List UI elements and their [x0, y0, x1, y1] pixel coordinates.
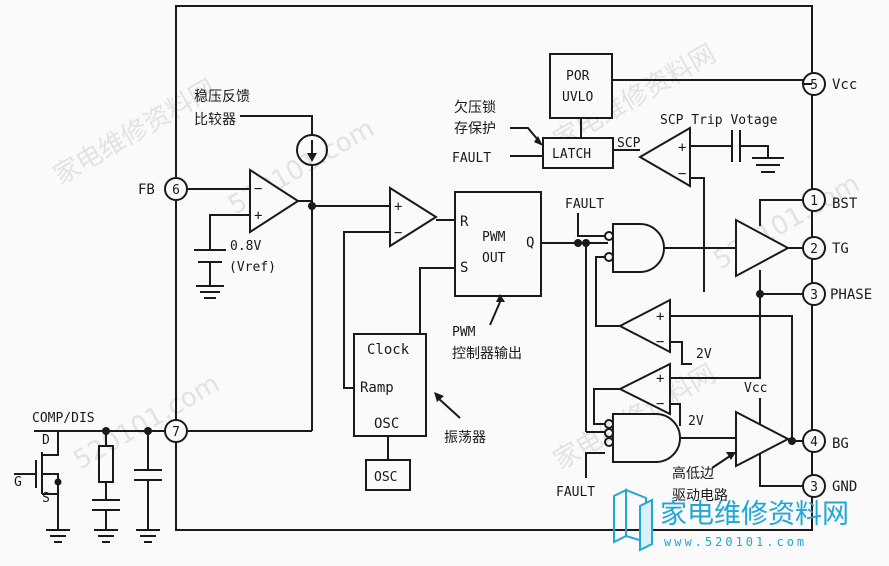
- pwm-latch: R S Q PWM OUT PWM 控制器输出: [419, 191, 608, 362]
- svg-text:1: 1: [810, 194, 818, 209]
- pin-6-fb: 6 FB: [138, 177, 188, 201]
- svg-text:驱动电路: 驱动电路: [672, 488, 728, 504]
- pin-gnd: 3 GND: [802, 474, 857, 498]
- svg-text:振荡器: 振荡器: [444, 430, 486, 446]
- svg-text:−: −: [656, 334, 664, 350]
- svg-text:COMP/DIS: COMP/DIS: [32, 411, 95, 426]
- svg-text:6: 6: [172, 183, 180, 198]
- svg-text:SCP Trip Votage: SCP Trip Votage: [660, 113, 778, 128]
- svg-text:LATCH: LATCH: [552, 147, 591, 162]
- svg-text:BG: BG: [832, 436, 849, 452]
- high-side-driver: FAULT: [565, 197, 803, 298]
- svg-text:FB: FB: [138, 182, 155, 198]
- svg-text:−: −: [254, 181, 262, 197]
- svg-text:Ramp: Ramp: [360, 380, 394, 396]
- scp-comparator: + − SCP Trip Votage: [638, 113, 784, 292]
- svg-text:www.520101.com: www.520101.com: [664, 535, 807, 549]
- svg-text:S: S: [460, 260, 468, 276]
- svg-text:5: 5: [810, 78, 818, 93]
- svg-text:欠压锁: 欠压锁: [454, 100, 496, 116]
- svg-text:稳压反馈: 稳压反馈: [194, 89, 250, 105]
- watermark-url: 520101.com: [224, 114, 380, 222]
- svg-text:+: +: [254, 208, 262, 224]
- svg-text:G: G: [14, 475, 22, 490]
- brand-logo: 家电维修资料网 www.520101.com: [613, 488, 849, 552]
- svg-text:GND: GND: [832, 479, 857, 495]
- error-amplifier: − + 0.8V (Vref) 稳压反馈 比较器: [187, 89, 390, 431]
- svg-text:−: −: [656, 396, 664, 412]
- pin-4-bg: 4 BG: [802, 429, 849, 453]
- pwm-comparator: + −: [343, 186, 455, 389]
- svg-text:PWM: PWM: [482, 230, 506, 245]
- svg-text:比较器: 比较器: [194, 112, 236, 128]
- svg-text:R: R: [460, 214, 469, 230]
- svg-text:−: −: [394, 225, 402, 241]
- watermark-url: 520101.com: [709, 169, 865, 277]
- svg-text:TG: TG: [832, 241, 849, 257]
- svg-text:BST: BST: [832, 196, 858, 212]
- svg-text:+: +: [656, 371, 664, 387]
- svg-text:PHASE: PHASE: [830, 287, 872, 303]
- svg-text:FAULT: FAULT: [452, 151, 491, 166]
- svg-text:高低边: 高低边: [672, 465, 714, 482]
- svg-text:SCP: SCP: [617, 136, 641, 151]
- svg-text:+: +: [656, 309, 664, 325]
- dead-time-comparators: + − 2V + − 2V: [593, 256, 793, 441]
- svg-text:0.8V: 0.8V: [230, 239, 261, 254]
- svg-text:2: 2: [810, 242, 818, 257]
- svg-text:Vcc: Vcc: [832, 77, 857, 93]
- svg-text:POR: POR: [566, 69, 590, 84]
- svg-text:3: 3: [810, 480, 818, 495]
- svg-text:D: D: [42, 433, 50, 448]
- por-uvlo-block: POR UVLO LATCH FAULT 欠压锁 存保护 SCP: [452, 53, 803, 169]
- svg-text:Clock: Clock: [367, 342, 410, 358]
- pin-2-tg: 2 TG: [802, 236, 849, 260]
- svg-text:OSC: OSC: [374, 416, 399, 432]
- chip-outline: [175, 5, 813, 531]
- svg-text:4: 4: [810, 435, 818, 450]
- svg-text:2V: 2V: [696, 347, 712, 362]
- svg-text:7: 7: [172, 425, 180, 440]
- pin-7-comp: 6 7 COMP/DIS: [32, 411, 188, 443]
- svg-text:−: −: [678, 166, 686, 182]
- svg-text:Vcc: Vcc: [744, 381, 767, 396]
- svg-text:UVLO: UVLO: [562, 90, 593, 105]
- svg-text:存保护: 存保护: [454, 121, 496, 137]
- svg-text:S: S: [42, 491, 50, 506]
- svg-text:3: 3: [810, 288, 818, 303]
- pin-3-phase: 3 PHASE: [802, 282, 872, 306]
- oscillator: Clock Ramp OSC OSC 振荡器: [353, 267, 486, 491]
- svg-text:FAULT: FAULT: [556, 485, 595, 500]
- svg-text:2V: 2V: [688, 414, 704, 429]
- comp-dis-external: D G S: [14, 427, 312, 543]
- svg-text:控制器输出: 控制器输出: [452, 346, 522, 362]
- svg-text:+: +: [678, 140, 686, 156]
- svg-text:FAULT: FAULT: [565, 197, 604, 212]
- svg-text:PWM: PWM: [452, 325, 476, 340]
- svg-text:OSC: OSC: [374, 470, 397, 485]
- pin-5-vcc: 5 Vcc: [802, 72, 857, 96]
- book-icon: [613, 488, 653, 552]
- svg-text:Q: Q: [526, 235, 534, 251]
- svg-text:家电维修资料网: 家电维修资料网: [660, 499, 849, 530]
- svg-text:OUT: OUT: [482, 251, 506, 266]
- svg-text:(Vref): (Vref): [229, 260, 276, 275]
- low-side-driver: FAULT Vcc 高低边 驱动电路: [556, 243, 803, 504]
- svg-text:+: +: [394, 199, 402, 215]
